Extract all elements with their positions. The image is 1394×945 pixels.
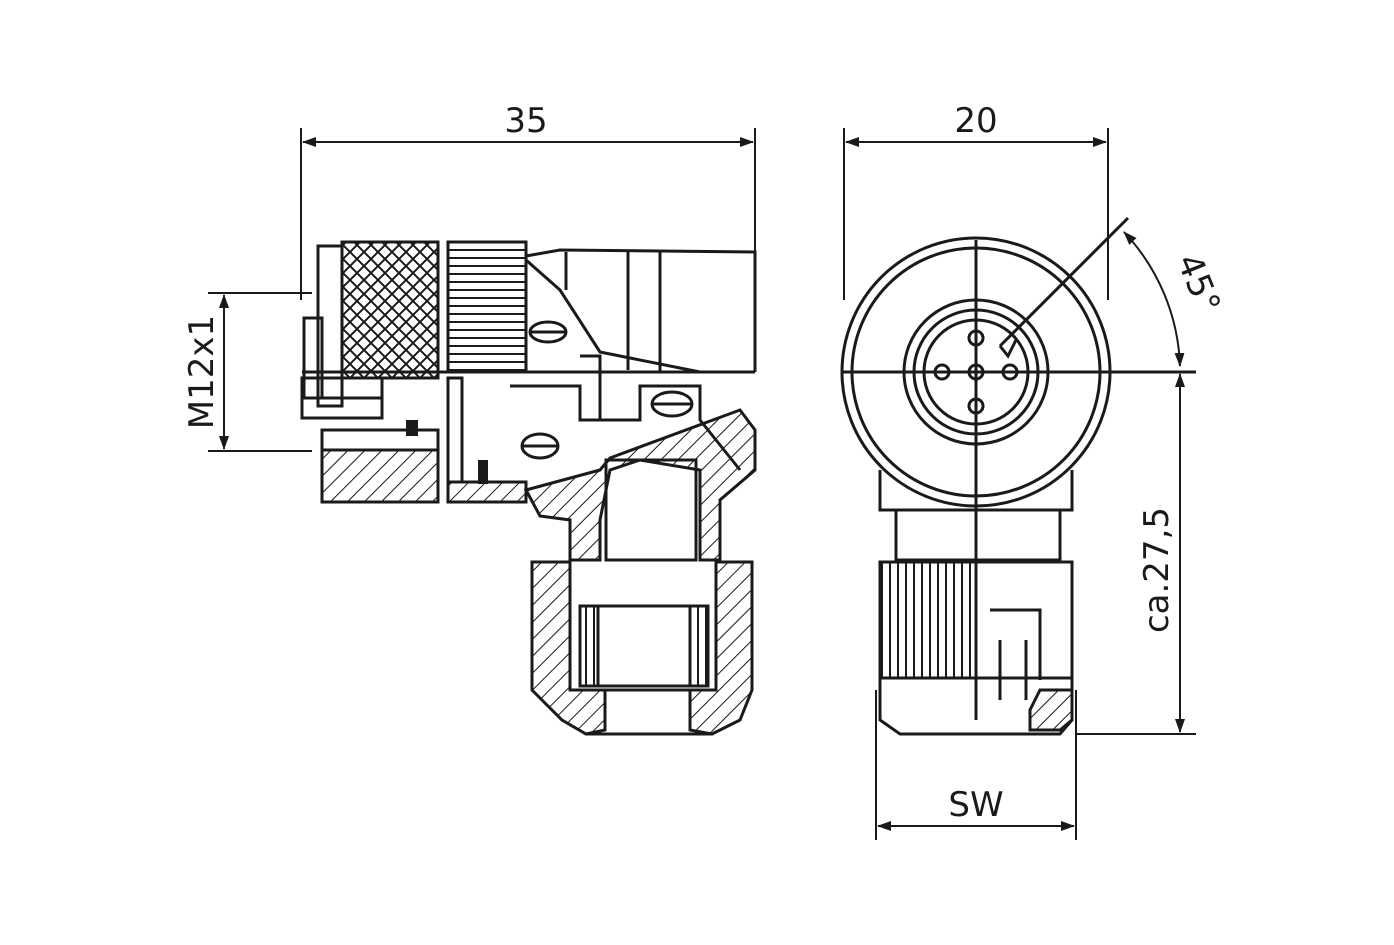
side-view: 35 M12x1 [182, 101, 757, 736]
dimension-length-label: 35 [504, 101, 547, 141]
dimension-length: 35 [300, 101, 756, 300]
dimension-height-label: ca.27,5 [1137, 507, 1177, 633]
dimension-angle-label: 45° [1168, 248, 1228, 319]
dimension-wrench: SW [875, 690, 1077, 840]
dimension-width-label: 20 [954, 101, 997, 141]
dimension-thread-label: M12x1 [182, 315, 222, 429]
front-view: 20 45° [840, 101, 1228, 840]
dimension-height: ca.27,5 [1076, 373, 1196, 735]
dimension-wrench-label: SW [948, 785, 1003, 825]
dimension-thread: M12x1 [182, 292, 312, 452]
dimension-width: 20 [843, 101, 1109, 300]
dimension-angle: 45° [1123, 231, 1228, 367]
